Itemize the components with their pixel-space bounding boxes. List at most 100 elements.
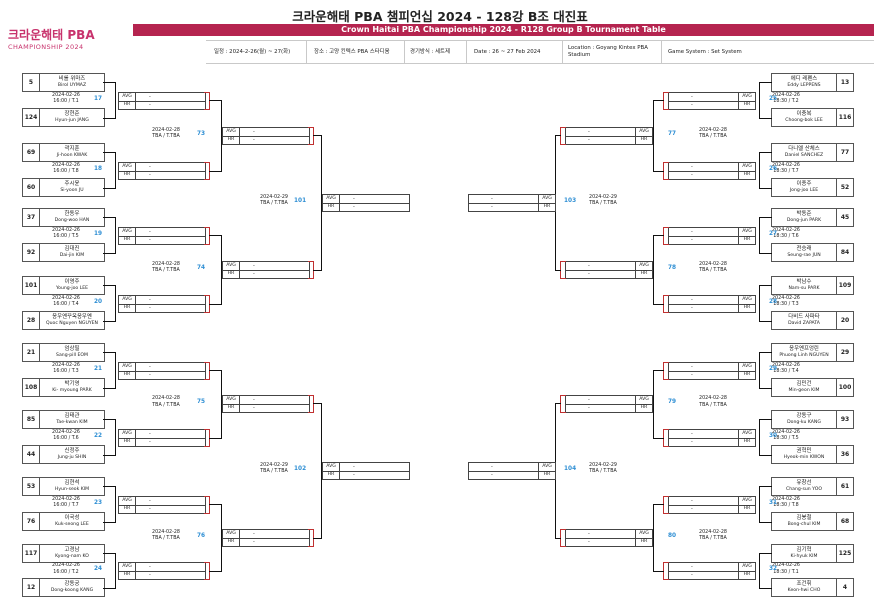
match-date: 2024-02-28 — [152, 127, 180, 133]
winner-line — [204, 495, 210, 514]
seed-number: 37 — [23, 209, 40, 226]
player-name-en: Dai-jin KIM — [59, 252, 85, 258]
match-date: 2024-02-28 — [699, 261, 727, 267]
avg-hr-box: AVG-HR- — [118, 495, 206, 514]
match-number: 18 — [94, 165, 103, 172]
match-date: 2024-02-26 — [772, 295, 800, 301]
seed-number: 124 — [23, 109, 40, 126]
match-date: 2024-02-26 — [52, 92, 80, 98]
match-time: 16:00 / T.6 — [53, 436, 79, 442]
avg-hr-box: AVG-HR- — [668, 161, 756, 180]
info-venue: 장소 : 고양 킨텍스 PBA 스타디움 — [314, 48, 390, 55]
page-title: 크라운해태 PBA 챔피언십 2024 - 128강 B조 대진표 — [292, 9, 588, 24]
winner-line — [308, 395, 314, 413]
player-name-kr: 이충복 — [796, 111, 812, 118]
avg-label: AVG — [738, 227, 755, 236]
seed-number: 77 — [836, 144, 853, 161]
logo-text: 크라운해태 PBA — [8, 28, 95, 42]
hr-label: HR — [119, 170, 136, 179]
player-name-en: Keon-hwi CHO — [787, 587, 821, 593]
match-number: 27 — [769, 230, 778, 237]
bracket-line — [103, 152, 116, 189]
seed-number: 29 — [836, 344, 853, 361]
bracket-line — [759, 285, 772, 322]
player-name-en: Nam-su PARK — [788, 285, 820, 291]
player-name-en: Tae-kwan KIM — [56, 419, 88, 425]
player-name-en: Seung-rae JUN — [787, 252, 821, 258]
avg-row: AVG- — [119, 563, 205, 572]
player-name-kr: 엄상필 — [64, 346, 80, 353]
match-date: 2024-02-28 — [699, 396, 727, 401]
match-number: 21 — [94, 365, 103, 372]
seed-number: 44 — [23, 446, 40, 463]
player-name-en: Choong-bok LEE — [785, 117, 823, 123]
match-number: 31 — [769, 499, 778, 506]
hr-row: HR- — [119, 370, 205, 379]
avg-hr-box: AVG-HR- — [668, 495, 756, 514]
match-number: 17 — [94, 95, 103, 102]
avg-label: AVG — [635, 261, 652, 270]
avg-hr-box: AVG-HR- — [322, 193, 410, 212]
avg-label: AVG — [538, 462, 555, 471]
avg-hr-box: AVG-HR- — [222, 395, 310, 413]
avg-label: AVG — [323, 194, 340, 203]
avg-row: AVG- — [566, 261, 652, 271]
bracket-line — [313, 134, 322, 271]
player-name-en: Dong-jun PARK — [786, 217, 822, 223]
avg-label: AVG — [538, 194, 555, 203]
hr-row: HR- — [223, 537, 309, 546]
info-date-en: Date : 26 ~ 27 Feb 2024 — [474, 48, 541, 55]
hr-value: - — [588, 538, 590, 545]
hr-row: HR- — [119, 504, 205, 513]
seed-number: 45 — [836, 209, 853, 226]
hr-label: HR — [635, 269, 652, 278]
hr-value: - — [253, 270, 255, 277]
hr-value: - — [691, 505, 693, 512]
player-name-en: Chang-sun YOO — [786, 486, 822, 492]
player-name-kr: 신정주 — [64, 448, 80, 455]
hr-row: HR- — [119, 170, 205, 179]
avg-hr-box: AVG-HR- — [118, 428, 206, 447]
avg-hr-box: AVG-HR- — [222, 260, 310, 279]
match-date: 2024-02-26 — [52, 563, 80, 568]
hr-row: HR- — [223, 269, 309, 278]
hr-value: - — [491, 471, 493, 478]
avg-hr-box: AVG-HR- — [668, 226, 756, 245]
player-name-en: Hyeok-min KWON — [783, 454, 825, 460]
avg-row: AVG- — [669, 162, 755, 172]
match-number: 25 — [769, 95, 778, 102]
player-name-en: Hyun-jun JANG — [55, 117, 89, 123]
avg-row: AVG- — [223, 396, 309, 405]
avg-row: AVG- — [119, 295, 205, 305]
match-time: TBA / T.TBA — [152, 268, 180, 274]
seed-number: 5 — [23, 74, 40, 91]
match-time: 16:00 / T.8 — [53, 169, 79, 175]
match-number: 20 — [94, 298, 103, 305]
match-date: 2024-02-26 — [52, 295, 80, 301]
player-name-en: Bong-chul KIM — [787, 521, 821, 527]
avg-value: - — [691, 497, 693, 504]
player-name-kr: 한동우 — [64, 211, 80, 218]
player-name-en: Hyun-seok KIM — [54, 486, 90, 492]
match-time: 18:30 / T.5 — [773, 436, 799, 442]
avg-value: - — [149, 430, 151, 437]
